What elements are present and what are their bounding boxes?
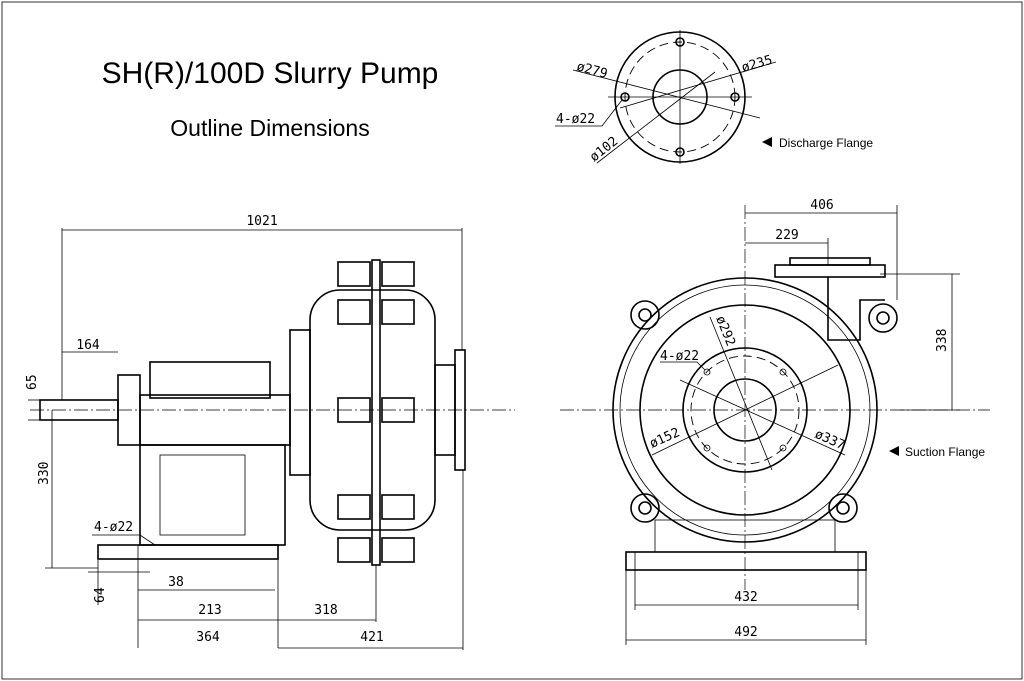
dim-492: 492 xyxy=(734,625,757,640)
dim-364: 364 xyxy=(196,630,220,645)
dim-338: 338 xyxy=(935,329,950,352)
dim-64: 64 xyxy=(93,587,108,603)
side-view xyxy=(28,228,515,650)
discharge-flange-label: Discharge Flange xyxy=(779,136,873,150)
discharge-outer-diameter: ø279 xyxy=(575,59,609,82)
front-holes: 4-ø22 xyxy=(660,349,699,364)
suction-flange-label: Suction Flange xyxy=(905,445,985,459)
discharge-flange-view xyxy=(555,30,777,164)
suction-bore-diameter: ø152 xyxy=(648,425,683,451)
dim-shaft-diameter: 65 xyxy=(25,374,40,390)
drawing-title: SH(R)/100D Slurry Pump xyxy=(102,57,439,90)
dim-432: 432 xyxy=(734,590,757,605)
suction-outer-diameter: ø337 xyxy=(812,427,847,453)
drawing-subtitle: Outline Dimensions xyxy=(170,115,369,141)
dim-shaft-extension: 164 xyxy=(76,338,100,353)
dim-229: 229 xyxy=(775,228,798,243)
side-holes: 4-ø22 xyxy=(94,520,133,535)
dim-shaft-height: 330 xyxy=(37,462,52,485)
dim-406: 406 xyxy=(810,198,833,213)
front-view xyxy=(560,205,990,645)
dim-213: 213 xyxy=(198,603,221,618)
dim-318: 318 xyxy=(314,603,337,618)
discharge-bore-diameter: ø102 xyxy=(587,134,621,165)
dim-38: 38 xyxy=(168,575,184,590)
dim-overall-length: 1021 xyxy=(246,214,277,229)
discharge-holes: 4-ø22 xyxy=(556,112,595,127)
dim-421: 421 xyxy=(360,630,383,645)
discharge-bolt-circle-diameter: ø235 xyxy=(740,53,774,76)
